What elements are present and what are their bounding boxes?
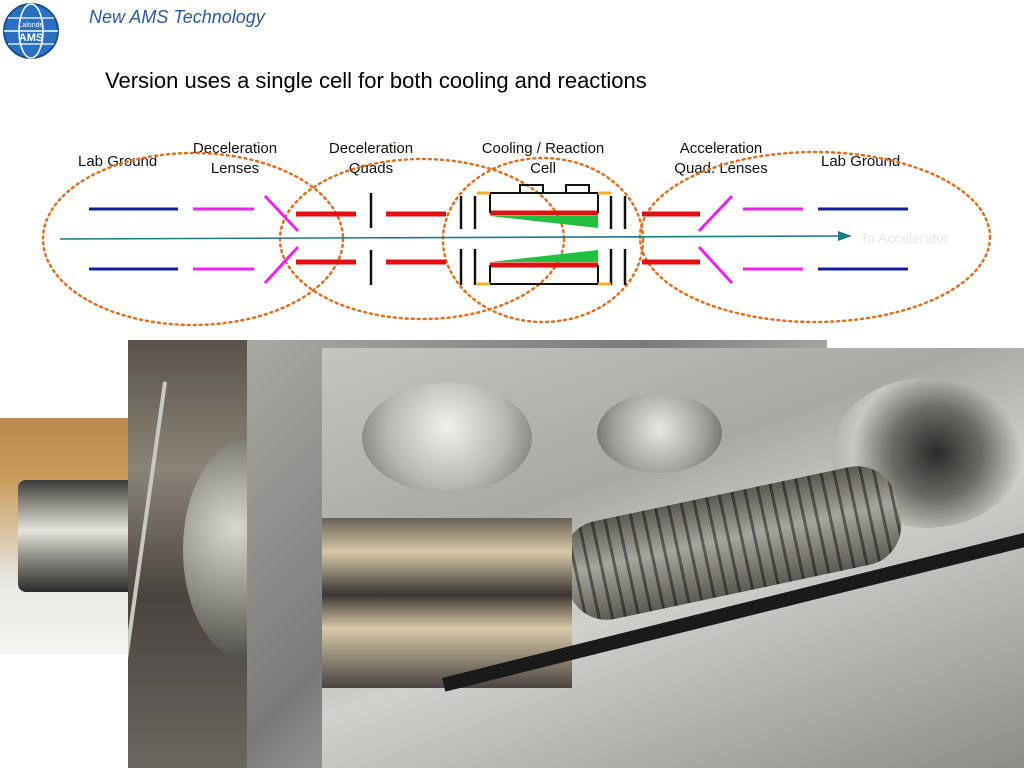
gas-wedge-bottom	[490, 250, 598, 262]
aperture-plates	[369, 193, 627, 285]
region-deceleration	[278, 157, 566, 321]
label-to-accelerator: To Accelerator	[860, 230, 949, 246]
decel-lens-slant-top	[263, 194, 300, 233]
quadrupole-electrodes	[296, 210, 700, 268]
gas-wedge-top	[490, 216, 598, 228]
decel-lens-slant-bottom	[263, 245, 300, 285]
beam-arrow-icon	[838, 231, 852, 241]
cell-gas-outlet	[565, 184, 590, 193]
slide-title: Version uses a single cell for both cool…	[105, 68, 647, 93]
label-line: Cooling / Reaction	[481, 140, 605, 157]
photo-cylinder	[18, 480, 140, 592]
photo-ion-optics	[128, 340, 258, 768]
photo-tubing	[128, 381, 168, 739]
accel-slant-electrodes	[697, 194, 734, 285]
region-cell	[441, 156, 645, 324]
label-line: Lenses	[210, 160, 260, 177]
logo-text-bottom: AMS	[19, 32, 43, 44]
label-deceleration-quads: Deceleration Quads	[322, 139, 420, 179]
lalonde-ams-logo: Lalonde AMS	[3, 3, 59, 59]
logo-text-top: Lalonde	[19, 22, 44, 29]
header-title: New AMS Technology	[89, 7, 265, 27]
label-line: Deceleration	[328, 140, 414, 157]
cell-enclosure	[489, 184, 599, 285]
accel-lens-slant-top	[697, 194, 734, 233]
cell-gas-gradient	[490, 216, 598, 262]
beamline-diagram	[41, 150, 992, 327]
ground-electrodes	[89, 207, 908, 271]
label-line: Cell	[530, 160, 556, 177]
photo-port-feedthrough	[597, 393, 722, 473]
label-line: Quads	[348, 160, 394, 177]
label-lab-ground-left: Lab Ground	[78, 153, 158, 170]
cell-wall-top	[489, 192, 599, 213]
photo-perforated-cell-tube	[555, 458, 909, 628]
cell-insulators	[477, 191, 611, 286]
photo-port-left	[362, 383, 532, 493]
photo-cell-detail	[0, 418, 140, 654]
lens-electrodes	[193, 194, 803, 285]
cell-wall-bottom	[489, 265, 599, 285]
label-line: Deceleration	[192, 140, 278, 157]
cell-gas-inlet	[519, 184, 544, 193]
label-deceleration-lenses: Deceleration Lenses	[186, 139, 284, 179]
region-outlines	[41, 150, 992, 327]
beam-axis	[59, 231, 852, 241]
region-lab-ground-left	[41, 151, 345, 327]
accel-lens-slant-bottom	[697, 245, 734, 285]
photo-cooling-cell-assembly	[322, 348, 1024, 768]
label-line: Acceleration	[679, 140, 763, 157]
label-cooling-reaction-cell: Cooling / Reaction Cell	[468, 139, 618, 179]
